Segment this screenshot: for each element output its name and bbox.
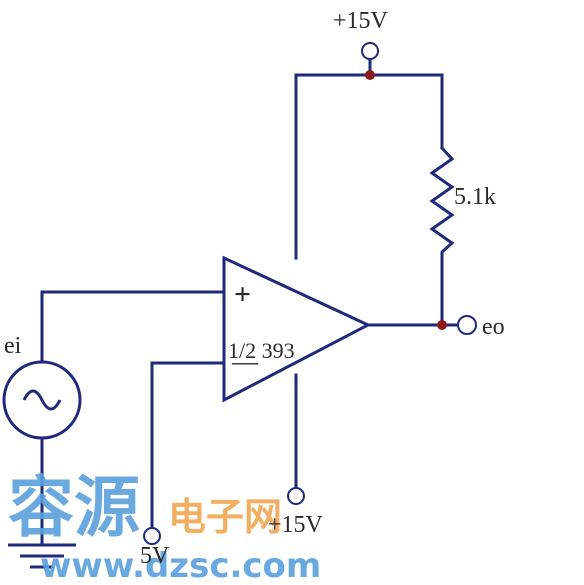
watermark-cn-orange: 电子网 [168,495,282,539]
vcc-terminal [361,42,379,60]
comparator-triangle [222,255,372,403]
part-label: 1/2 393 [228,338,295,363]
output-junction-dot [437,320,447,330]
plus-sign: + [234,278,251,311]
vcc-label: +15V [333,8,389,34]
output-label: eo [482,314,505,340]
output-terminal [457,315,477,335]
input-label: ei [4,333,22,359]
vref-label: 5V [140,543,170,569]
top-junction-dot [365,70,375,80]
vref-terminal [143,527,161,545]
vee-terminal [287,487,305,505]
top-rail-wire [294,73,444,260]
ground-icon [8,543,76,569]
ac-source [2,360,82,440]
minus-sign: — [231,347,259,376]
resistor-label: 5.1k [454,184,496,210]
resistor-5k1 [429,145,455,327]
ac-source-circle [2,360,82,440]
watermark: 容源 电子网 www.dzsc.com [8,469,321,585]
vee-label: +15V [268,512,324,538]
watermark-cn-blue: 容源 [8,469,140,546]
plus-input-wire [40,290,226,364]
minus-input-wire [150,361,226,530]
sine-wave-icon [22,389,62,411]
watermark-url: www.dzsc.com [40,546,321,585]
